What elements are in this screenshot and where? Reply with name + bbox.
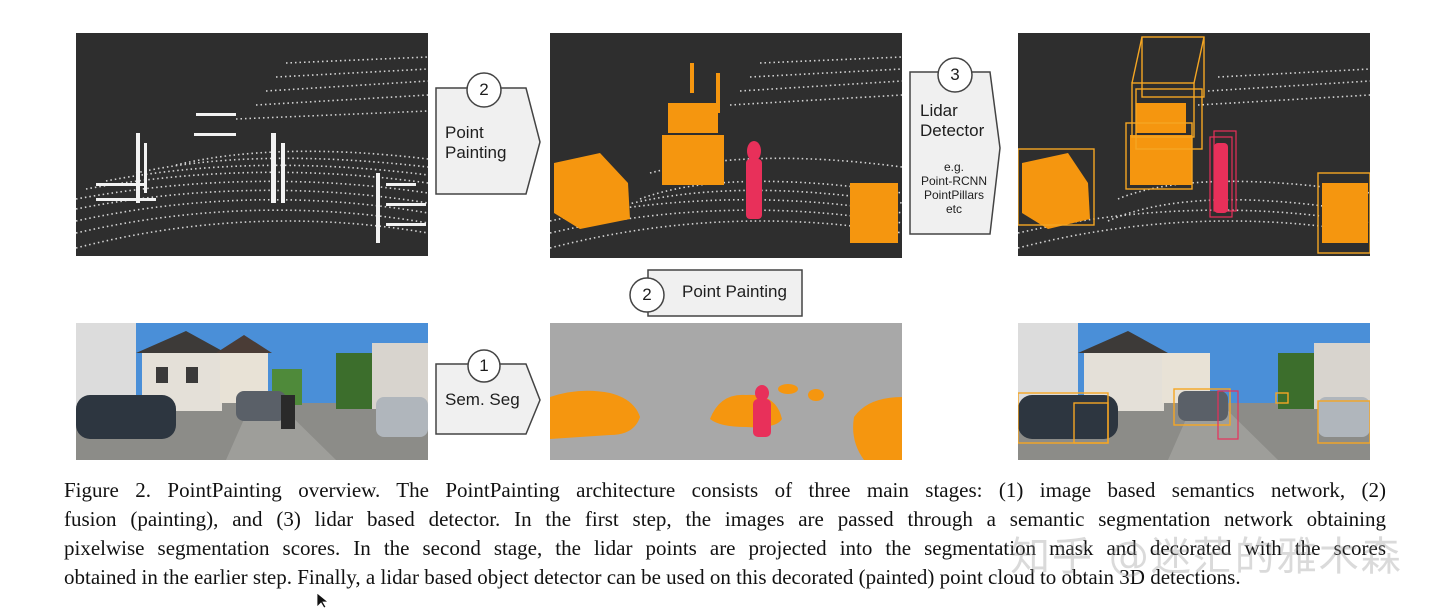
raw-lidar-panel <box>76 33 428 256</box>
detector-example-3: PointPillars <box>923 188 985 202</box>
step-number: 1 <box>479 356 489 375</box>
raw-lidar-points <box>76 56 428 249</box>
segmentation-mask <box>550 384 902 460</box>
lidar-detector-step: 3 Lidar Detector e.g. Point-RCNN PointPi… <box>908 56 1004 238</box>
arrow-box-icon <box>435 72 541 195</box>
caption-line-4: obtained in the earlier step. Finally, a… <box>64 565 1241 589</box>
step-number: 2 <box>479 80 489 99</box>
step-label-line1: Lidar <box>920 101 958 120</box>
sem-seg-step: 1 Sem. Seg <box>434 349 542 436</box>
tag-box-icon <box>629 269 803 317</box>
step-label-line2: Detector <box>920 121 985 140</box>
final-detection-image-panel <box>1018 323 1370 460</box>
street-scene-image <box>76 323 428 460</box>
detector-example-2: Point-RCNN <box>920 174 987 188</box>
step-number: 3 <box>950 65 960 84</box>
arrow-box-icon <box>909 57 1001 235</box>
painted-lidar-points <box>550 56 902 249</box>
arrow-box-icon <box>435 349 541 435</box>
step-label-line1: Point <box>445 123 484 142</box>
cursor-arrow-icon <box>316 592 330 613</box>
caption-line-2: fusion (painting), and (3) lidar based d… <box>64 507 1386 531</box>
step-label-line2: Painting <box>445 143 507 162</box>
detector-example-4: etc <box>945 202 962 216</box>
detection-lidar-panel <box>1018 33 1370 256</box>
caption-line-1: Figure 2. PointPainting overview. The Po… <box>64 478 1386 502</box>
point-painting-step-mid: 2 Point Painting <box>626 266 808 320</box>
detection-points <box>1018 36 1370 254</box>
step-label: Point Painting <box>682 282 787 301</box>
painted-lidar-panel <box>550 33 902 258</box>
step-number: 2 <box>642 285 652 304</box>
point-painting-step-top: 2 Point Painting <box>434 72 542 198</box>
detection-street-scene <box>1018 323 1370 460</box>
detector-example-1: e.g. <box>943 160 964 174</box>
figure-caption: Figure 2. PointPainting overview. The Po… <box>64 476 1386 592</box>
step-label: Sem. Seg <box>445 390 520 409</box>
segmentation-mask-panel <box>550 323 902 460</box>
watermark: 知乎 @迷茫的雅木森 <box>1010 534 1403 580</box>
camera-image-panel <box>76 323 428 460</box>
caption-line-3: pixelwise segmentation scores. In the se… <box>64 536 1386 560</box>
